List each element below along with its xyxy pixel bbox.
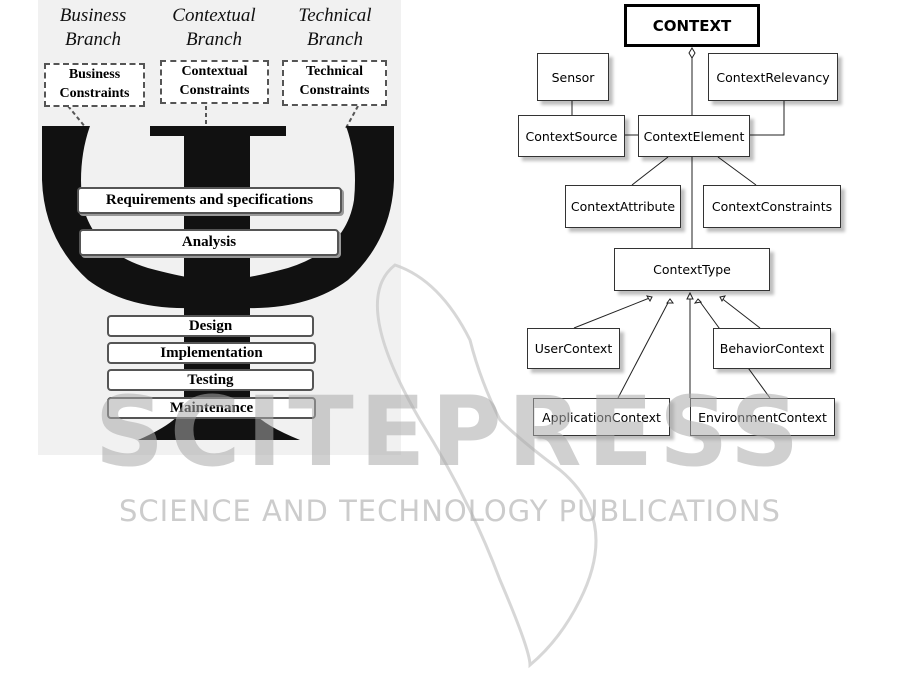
uml-behavior-context-box: BehaviorContext <box>713 328 831 369</box>
uml-environment-context-box: EnvironmentContext <box>690 398 835 436</box>
uml-context-attribute-box: ContextAttribute <box>565 185 681 228</box>
analysis-bar: Analysis <box>79 229 339 256</box>
uml-context-relevancy-box: ContextRelevancy <box>708 53 838 101</box>
uml-context-constraints-box: ContextConstraints <box>703 185 841 228</box>
uml-user-context-box: UserContext <box>527 328 620 369</box>
uml-context-source-box: ContextSource <box>518 115 625 157</box>
watermark-main-text: SCITEPRESS <box>94 376 806 488</box>
testing-bar: Testing <box>107 369 314 391</box>
uml-application-context-box: ApplicationContext <box>533 398 670 436</box>
uml-sensor-box: Sensor <box>537 53 609 101</box>
maintenance-bar: Maintenance <box>107 397 316 419</box>
implementation-bar: Implementation <box>107 342 316 364</box>
uml-context-type-box: ContextType <box>614 248 770 291</box>
watermark-sub-text: SCIENCE AND TECHNOLOGY PUBLICATIONS <box>119 494 781 528</box>
design-bar: Design <box>107 315 314 337</box>
uml-context-box: CONTEXT <box>624 4 760 47</box>
requirements-bar: Requirements and specifications <box>77 187 342 214</box>
uml-context-element-box: ContextElement <box>638 115 750 157</box>
